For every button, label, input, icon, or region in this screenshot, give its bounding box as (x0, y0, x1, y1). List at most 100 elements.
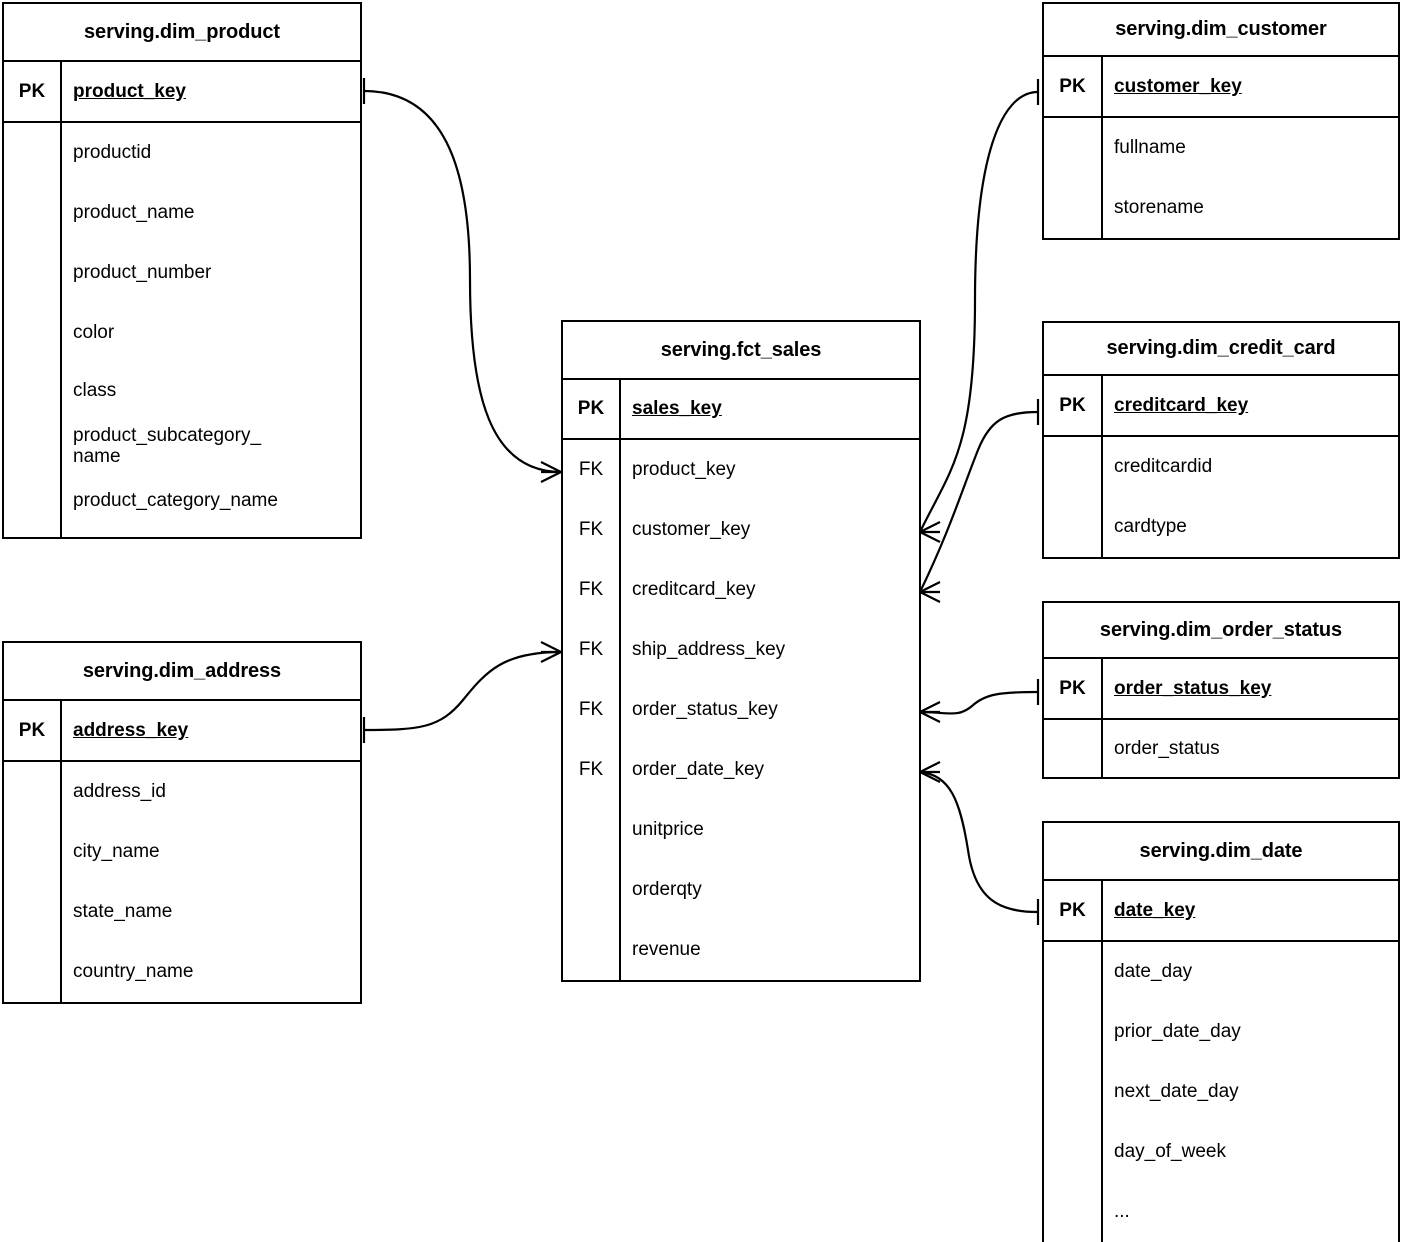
measures-list-fct-sales: unitprice orderqty revenue (621, 800, 919, 980)
pk-field-name: creditcard_key (1114, 394, 1249, 416)
field-item: prior_date_day (1114, 1021, 1241, 1043)
fk-row-order-status-key: FK order_status_key (563, 680, 919, 740)
fields-list-dim-order-status: order_status (1103, 720, 1398, 777)
fk-badge: FK (563, 740, 621, 800)
entity-title-dim-date: serving.dim_date (1044, 823, 1398, 881)
fields-block-dim-product: productid product_name product_number co… (4, 123, 360, 537)
pk-badge: PK (1044, 659, 1103, 718)
fk-row-product-key: FK product_key (563, 440, 919, 500)
field-item: orderqty (632, 879, 702, 901)
fields-list-dim-credit-card: creditcardid cardtype (1103, 437, 1398, 557)
entity-dim-credit-card[interactable]: serving.dim_credit_card PK creditcard_ke… (1042, 321, 1400, 559)
fk-badge: FK (563, 620, 621, 680)
fk-badge: FK (563, 440, 621, 500)
entity-dim-product[interactable]: serving.dim_product PK product_key produ… (2, 2, 362, 539)
fields-gutter (1044, 437, 1103, 557)
relationship-date-to-sales (919, 761, 1040, 925)
entity-fct-sales[interactable]: serving.fct_sales PK sales_key FK produc… (561, 320, 921, 982)
pk-row-dim-order-status: PK order_status_key (1044, 659, 1398, 720)
entity-title-dim-order-status: serving.dim_order_status (1044, 603, 1398, 659)
field-item: creditcardid (1114, 456, 1213, 478)
relationship-orderstatus-to-sales (919, 679, 1040, 723)
field-item: class (73, 380, 117, 402)
measures-block-fct-sales: unitprice orderqty revenue (563, 800, 919, 980)
field-item: fullname (1114, 137, 1186, 159)
relationship-creditcard-to-sales (919, 399, 1040, 603)
fields-block-dim-date: date_day prior_date_day next_date_day da… (1044, 942, 1398, 1242)
field-item: address_id (73, 781, 166, 803)
fields-gutter (1044, 942, 1103, 1242)
entity-dim-address[interactable]: serving.dim_address PK address_key addre… (2, 641, 362, 1004)
fk-row-customer-key: FK customer_key (563, 500, 919, 560)
field-item: ... (1114, 1201, 1130, 1223)
pk-field-name: order_status_key (1114, 677, 1272, 699)
pk-field-name: sales_key (632, 398, 722, 420)
field-item: country_name (73, 961, 194, 983)
fields-block-dim-customer: fullname storename (1044, 118, 1398, 238)
entity-title-dim-customer: serving.dim_customer (1044, 4, 1398, 57)
entity-dim-customer[interactable]: serving.dim_customer PK customer_key ful… (1042, 2, 1400, 240)
relationship-product-to-sales (362, 78, 562, 483)
pk-field-name: product_key (73, 80, 186, 102)
fields-list-dim-customer: fullname storename (1103, 118, 1398, 238)
fk-row-order-date-key: FK order_date_key (563, 740, 919, 800)
entity-dim-order-status[interactable]: serving.dim_order_status PK order_status… (1042, 601, 1400, 779)
entity-title-dim-credit-card: serving.dim_credit_card (1044, 323, 1398, 376)
fk-field-name: ship_address_key (632, 639, 786, 661)
pk-field-name: address_key (73, 719, 189, 741)
entity-dim-date[interactable]: serving.dim_date PK date_key date_day pr… (1042, 821, 1400, 1242)
pk-badge: PK (1044, 881, 1103, 940)
pk-row-dim-credit-card: PK creditcard_key (1044, 376, 1398, 437)
fk-row-creditcard-key: FK creditcard_key (563, 560, 919, 620)
pk-field-name: customer_key (1114, 75, 1242, 97)
field-item: day_of_week (1114, 1141, 1226, 1163)
entity-title-dim-address: serving.dim_address (4, 643, 360, 701)
fields-block-dim-address: address_id city_name state_name country_… (4, 762, 360, 1002)
pk-badge: PK (563, 380, 621, 438)
fields-gutter (4, 762, 62, 1002)
pk-badge: PK (4, 701, 62, 760)
pk-row-dim-customer: PK customer_key (1044, 57, 1398, 118)
entity-title-dim-product: serving.dim_product (4, 4, 360, 62)
pk-badge: PK (1044, 376, 1103, 435)
field-item: storename (1114, 197, 1204, 219)
pk-row-dim-date: PK date_key (1044, 881, 1398, 942)
field-item: order_status (1114, 737, 1220, 759)
field-item: color (73, 322, 115, 344)
pk-row-fct-sales: PK sales_key (563, 380, 919, 440)
fields-list-dim-date: date_day prior_date_day next_date_day da… (1103, 942, 1398, 1242)
fields-block-dim-order-status: order_status (1044, 720, 1398, 777)
field-item: product_number (73, 262, 212, 284)
field-item: cardtype (1114, 516, 1187, 538)
fields-gutter (1044, 118, 1103, 238)
fields-list-dim-product: productid product_name product_number co… (62, 123, 360, 537)
relationship-address-to-sales (362, 641, 562, 743)
field-item: next_date_day (1114, 1081, 1239, 1103)
pk-field-name: date_key (1114, 899, 1196, 921)
field-item: unitprice (632, 819, 704, 841)
fk-field-name: creditcard_key (632, 579, 756, 601)
fields-list-dim-address: address_id city_name state_name country_… (62, 762, 360, 1002)
fk-field-name: customer_key (632, 519, 751, 541)
field-item: product_category_name (73, 490, 278, 512)
fields-gutter (4, 123, 62, 537)
field-item: city_name (73, 841, 160, 863)
fields-gutter (1044, 720, 1103, 777)
pk-row-dim-product: PK product_key (4, 62, 360, 123)
fk-field-name: order_status_key (632, 699, 778, 721)
fk-badge: FK (563, 560, 621, 620)
fk-field-name: product_key (632, 459, 736, 481)
entity-title-fct-sales: serving.fct_sales (563, 322, 919, 380)
field-item: product_name (73, 202, 195, 224)
fk-field-name: order_date_key (632, 759, 765, 781)
fk-row-ship-address-key: FK ship_address_key (563, 620, 919, 680)
fk-badge: FK (563, 500, 621, 560)
fields-gutter (563, 800, 621, 980)
field-item: state_name (73, 901, 173, 923)
field-item: revenue (632, 939, 701, 961)
fk-badge: FK (563, 680, 621, 740)
fields-block-dim-credit-card: creditcardid cardtype (1044, 437, 1398, 557)
pk-badge: PK (4, 62, 62, 121)
